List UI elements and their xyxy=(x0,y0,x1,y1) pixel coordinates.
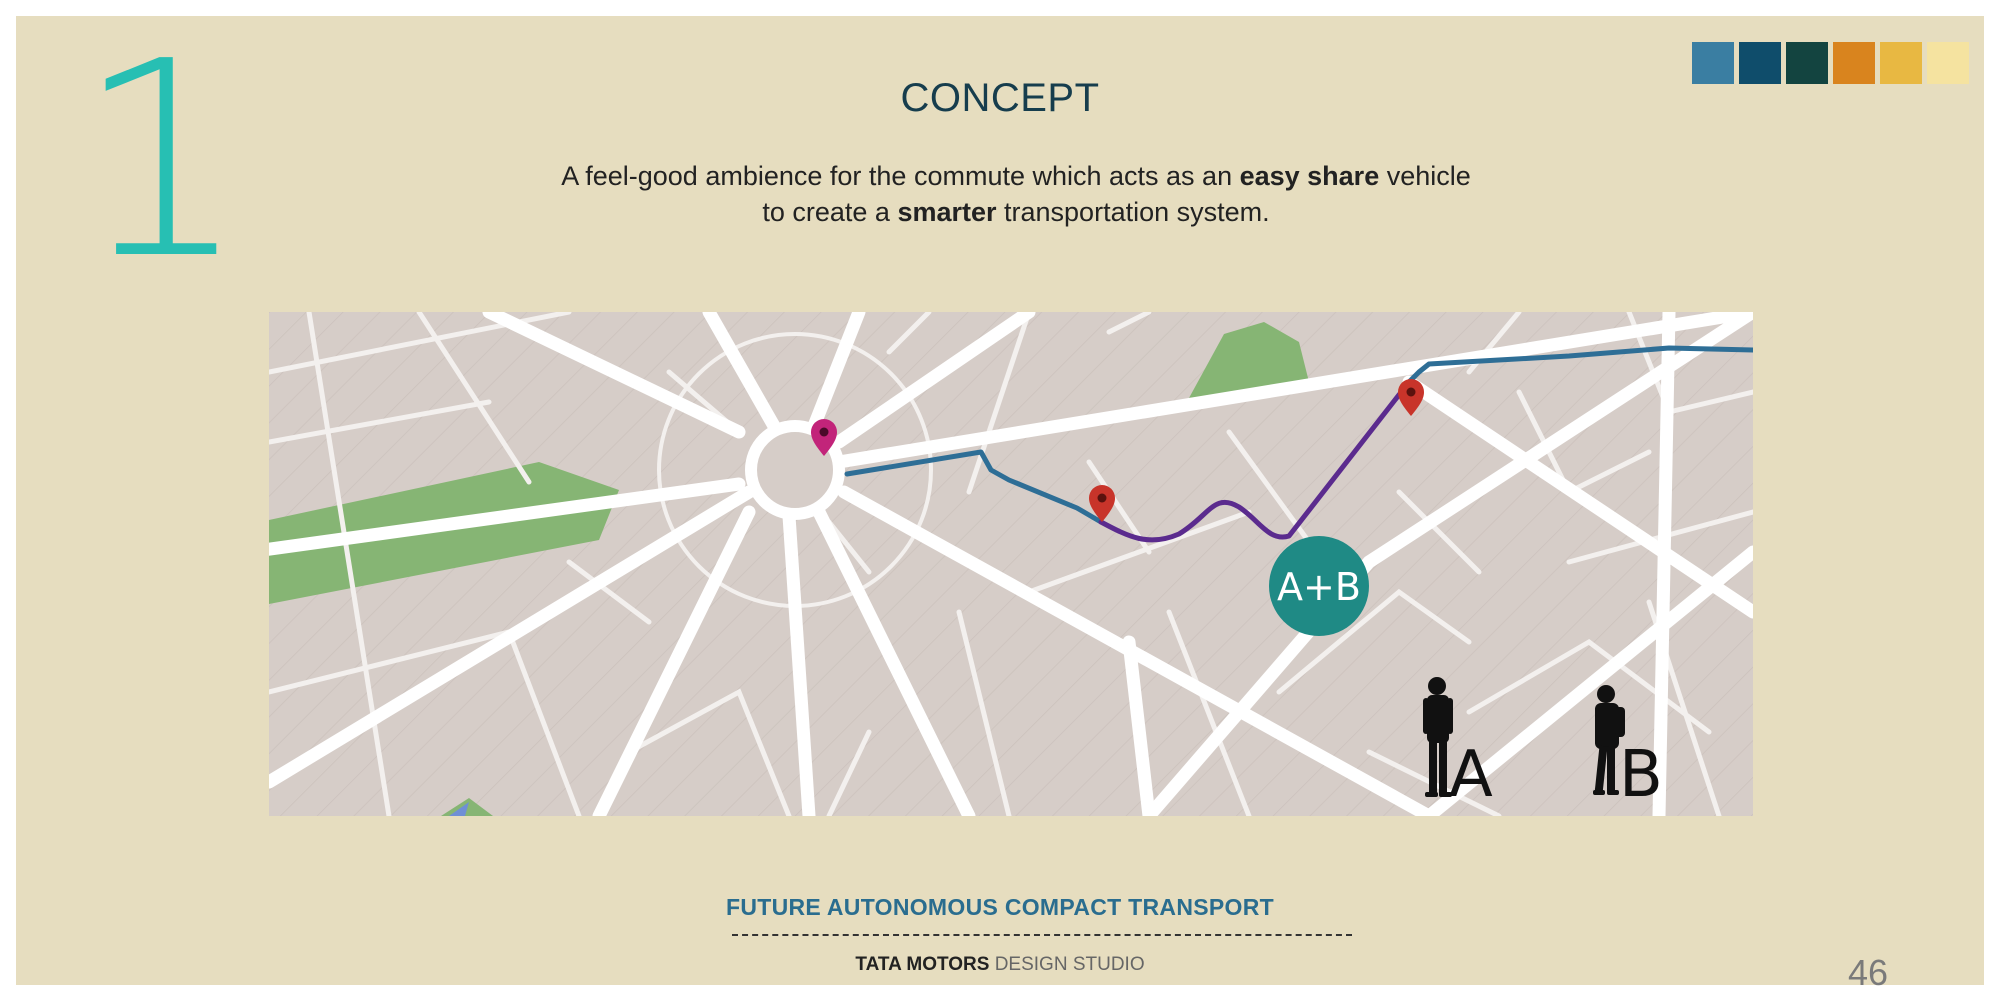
project-title: FUTURE AUTONOMOUS COMPACT TRANSPORT xyxy=(725,894,1274,920)
tagline-text: vehicle xyxy=(1379,161,1471,191)
map-illustration: A+B A B xyxy=(269,312,1753,816)
park-area xyxy=(449,802,469,816)
major-streets xyxy=(269,312,1753,816)
brand-name: TATA MOTORS xyxy=(855,954,990,975)
pickup-pin xyxy=(1089,485,1115,522)
route-purple xyxy=(1098,379,1412,543)
commuter-a-silhouette xyxy=(1423,677,1453,797)
park-area xyxy=(269,462,619,604)
page-number: 46 xyxy=(1847,952,1888,993)
commuter-b-label: B xyxy=(1619,738,1663,812)
palette-swatch xyxy=(1692,42,1734,84)
shared-ride-badge xyxy=(1269,536,1369,636)
tagline-text: A feel-good ambience for the commute whi… xyxy=(561,161,1240,191)
studio-name: DESIGN STUDIO xyxy=(989,954,1145,975)
tagline-text: transportation system. xyxy=(996,197,1270,227)
tagline-text: to create a xyxy=(762,197,898,227)
palette-swatch xyxy=(1833,42,1875,84)
destination-pin xyxy=(1398,379,1424,416)
concept-tagline: A feel-good ambience for the commute whi… xyxy=(416,158,1616,230)
route-map: A+B A B xyxy=(269,312,1753,816)
commuter-a-label: A xyxy=(1449,738,1493,812)
origin-pin xyxy=(811,419,837,456)
tagline-emphasis: smarter xyxy=(897,197,997,227)
palette-swatch xyxy=(1786,42,1828,84)
palette-swatch xyxy=(1927,42,1969,84)
route-blue-west xyxy=(844,449,1104,525)
route-blue-east xyxy=(1406,345,1753,385)
palette-swatch xyxy=(1880,42,1922,84)
tagline-emphasis: easy share xyxy=(1239,161,1380,191)
slide-title: CONCEPT xyxy=(900,76,1100,120)
commuter-b-silhouette xyxy=(1593,685,1625,795)
park-area xyxy=(1189,322,1309,398)
slide: 1 CONCEPT A feel-good ambience for the c… xyxy=(16,3,1984,993)
shared-ride-label: A+B xyxy=(1277,565,1361,609)
color-palette xyxy=(1692,42,1969,84)
footer-divider xyxy=(732,934,1352,936)
section-number: 1 xyxy=(76,3,248,318)
studio-credit: TATA MOTORS DESIGN STUDIO xyxy=(16,954,1984,976)
palette-swatch xyxy=(1739,42,1781,84)
